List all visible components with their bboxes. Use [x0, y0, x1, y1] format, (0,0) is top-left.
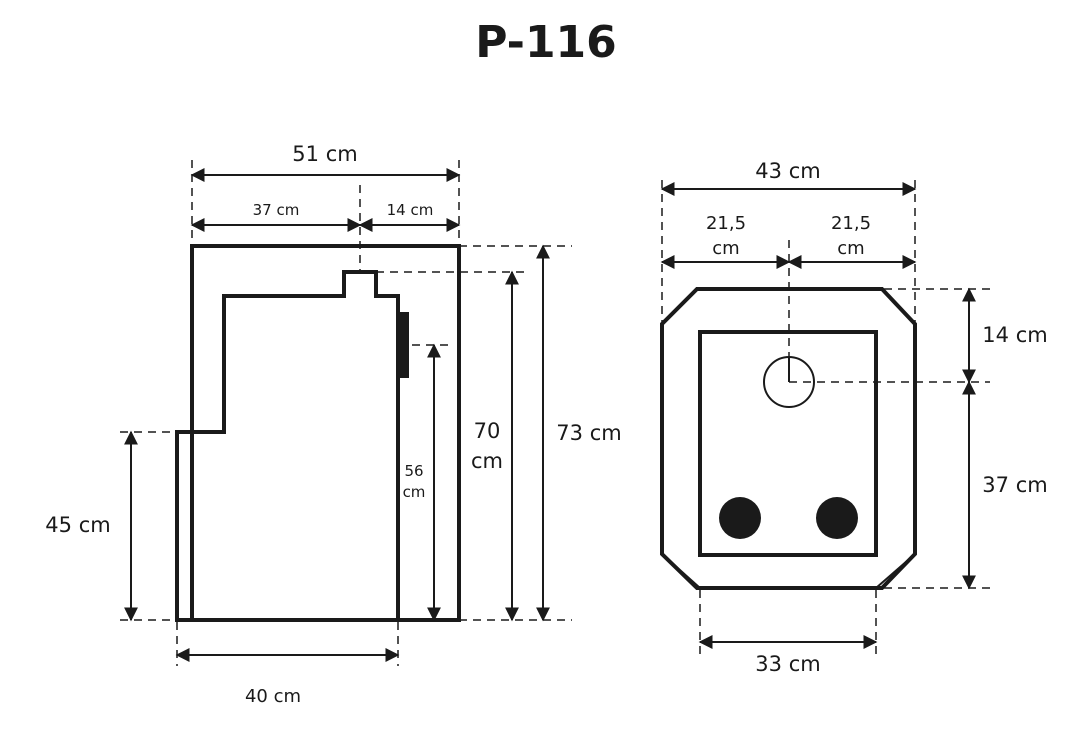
label-half-right-2: cm [837, 238, 864, 259]
top-body-outline [660, 287, 917, 590]
side-inner-profile [175, 270, 400, 622]
side-body-outline [190, 244, 461, 622]
label-height-front: 45 cm [45, 513, 110, 537]
top-view: 43 cm 21,5 cm 21,5 cm 14 cm 37 cm 33 cm [660, 159, 1048, 676]
label-height-total: 73 cm [556, 421, 621, 445]
label-height-body-2: cm [471, 449, 503, 473]
label-depth-front: 37 cm [982, 473, 1047, 497]
label-top-width-total: 43 cm [755, 159, 820, 183]
knob-left-icon [719, 497, 761, 539]
knob-right-icon [816, 497, 858, 539]
top-inner-rect [698, 330, 878, 557]
label-width-left: 37 cm [253, 201, 300, 219]
label-half-right-1: 21,5 [831, 213, 871, 234]
label-inner-width: 33 cm [755, 652, 820, 676]
label-base-width: 40 cm [245, 686, 301, 707]
side-view: 51 cm 37 cm 14 cm 45 cm 56 cm 70 cm 73 c… [45, 142, 621, 707]
label-height-inner-1: 56 [404, 462, 423, 480]
label-half-left-1: 21,5 [706, 213, 746, 234]
label-depth-back: 14 cm [982, 323, 1047, 347]
label-height-body-1: 70 [474, 419, 501, 443]
handle-icon [398, 312, 409, 378]
page-title: P-116 [475, 17, 617, 68]
label-half-left-2: cm [712, 238, 739, 259]
label-width-total: 51 cm [292, 142, 357, 166]
label-width-right: 14 cm [387, 201, 434, 219]
corner-line [875, 553, 916, 589]
label-height-inner-2: cm [403, 483, 426, 501]
corner-line [661, 553, 701, 589]
